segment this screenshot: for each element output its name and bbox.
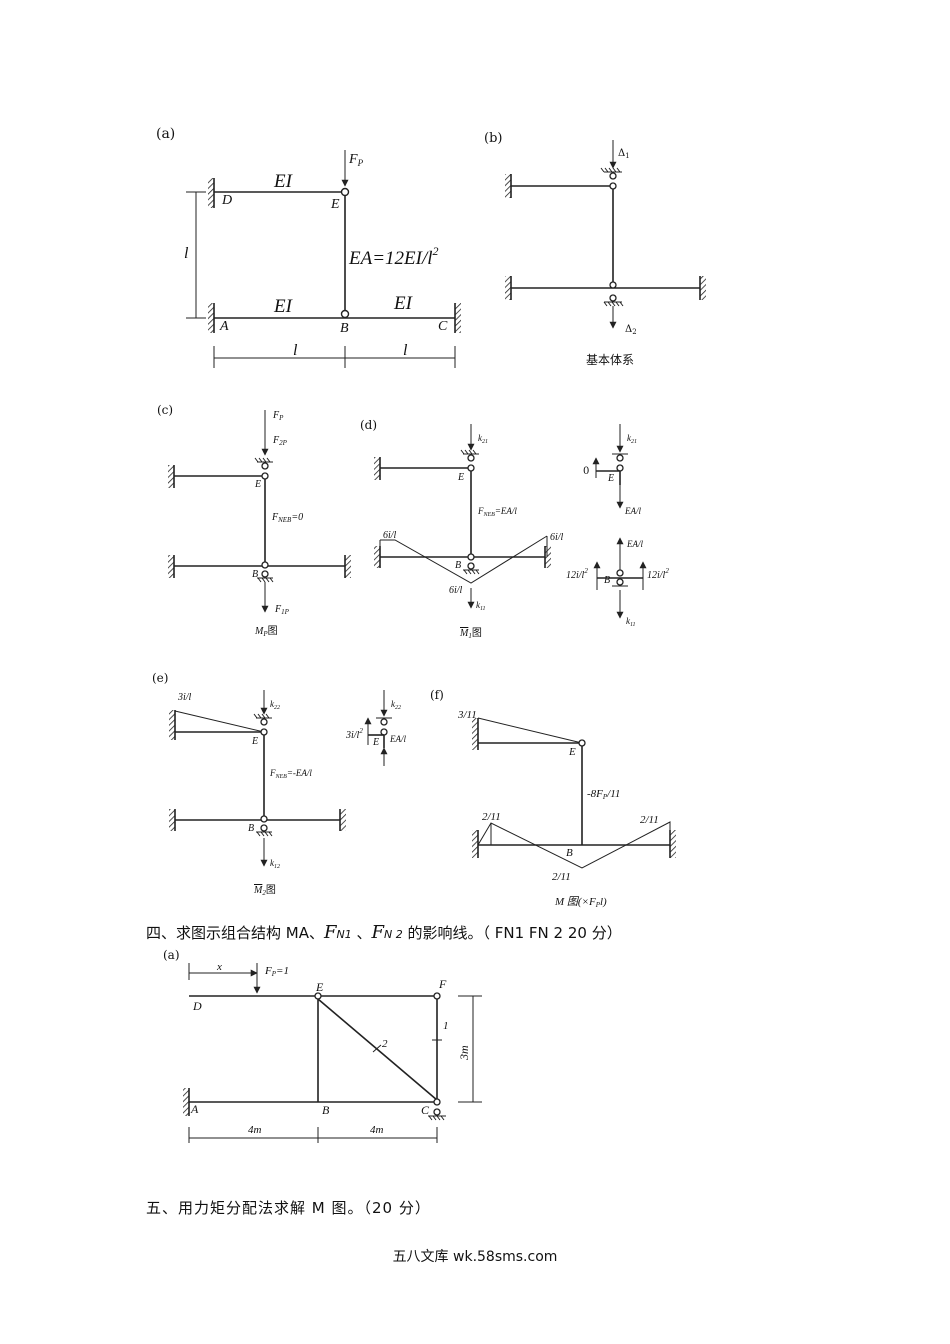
label-D: D: [221, 193, 232, 208]
svg-text:2/11: 2/11: [482, 811, 501, 823]
question-4: 四、求图示组合结构 MA、FN1 、FN 2 的影响线。（ FN1 FN 2 2…: [146, 922, 622, 943]
svg-text:FNEB=0: FNEB=0: [271, 512, 303, 524]
svg-text:(d): (d): [360, 418, 377, 432]
svg-text:FP: FP: [348, 152, 364, 168]
svg-text:l: l: [293, 342, 298, 359]
svg-text:(f): (f): [430, 688, 444, 702]
svg-text:FP: FP: [272, 410, 284, 422]
svg-text:B: B: [566, 847, 573, 859]
svg-text:E: E: [372, 737, 379, 748]
svg-text:3m: 3m: [457, 1045, 471, 1061]
svg-text:B: B: [248, 823, 254, 834]
figure-e: (e) k22 3i/l E FNEB=-EA/l k12 B M2图 k22: [152, 671, 406, 897]
svg-text:k11: k11: [626, 616, 636, 628]
svg-text:D: D: [192, 999, 202, 1013]
svg-text:4m: 4m: [370, 1124, 384, 1136]
figure-b-tag: (b): [484, 131, 502, 146]
svg-text:4m: 4m: [248, 1124, 262, 1136]
svg-text:k12: k12: [270, 858, 280, 870]
figure-a-tag: (a): [156, 126, 175, 142]
svg-text:M1图: M1图: [459, 627, 482, 640]
svg-text:MP图: MP图: [254, 625, 278, 638]
svg-text:3i/l: 3i/l: [177, 692, 192, 703]
svg-text:B: B: [252, 569, 258, 580]
figure-c: (c) FP F2P F1P E B FNEB=0 MP图: [157, 403, 351, 638]
svg-text:l: l: [403, 342, 408, 359]
svg-text:l: l: [184, 245, 189, 262]
svg-text:M 图(×FPl): M 图(×FPl): [554, 896, 607, 909]
svg-text:6i/l: 6i/l: [383, 530, 397, 541]
svg-text:1: 1: [443, 1020, 449, 1032]
svg-text:2/11: 2/11: [640, 814, 659, 826]
svg-text:F: F: [438, 977, 447, 991]
figure-a: (a) FP D E A B C EI EI EI EA=12EI/l2 l: [156, 126, 461, 368]
svg-text:FNEB=EA/l: FNEB=EA/l: [477, 506, 517, 518]
svg-text:12i/l2: 12i/l2: [566, 567, 588, 581]
svg-text:E: E: [254, 479, 261, 490]
svg-text:3i/l2: 3i/l2: [345, 727, 363, 741]
svg-text:(c): (c): [157, 403, 173, 417]
figure-q4: (a) x FP=1 D E F 1 2 A B C 3m: [163, 948, 482, 1143]
svg-text:k21: k21: [627, 433, 637, 445]
svg-text:B: B: [455, 560, 461, 571]
svg-text:EI: EI: [393, 293, 414, 314]
svg-text:EA/l: EA/l: [389, 734, 406, 744]
label-A: A: [219, 319, 229, 334]
svg-text:B: B: [322, 1103, 330, 1117]
svg-text:k22: k22: [391, 699, 401, 711]
svg-text:Δ2: Δ2: [625, 324, 637, 336]
label-E: E: [330, 197, 340, 212]
question-5: 五、用力矩分配法求解 M 图。（20 分）: [146, 1199, 431, 1217]
figure-b: (b) Δ1 Δ2 基本体系: [484, 131, 706, 367]
svg-text:x: x: [216, 961, 222, 973]
svg-text:FP=1: FP=1: [264, 965, 289, 978]
svg-text:2/11: 2/11: [552, 871, 571, 883]
figure-f: (f) 3/11 E -8FP/11 2/11 2/11 2/11 B M 图(…: [430, 688, 676, 909]
svg-text:6i/l: 6i/l: [449, 585, 463, 596]
svg-text:E: E: [568, 746, 576, 758]
svg-text:Δ1: Δ1: [618, 148, 630, 160]
label-C: C: [438, 319, 448, 334]
svg-text:E: E: [315, 980, 324, 994]
svg-text:E: E: [251, 736, 258, 747]
svg-text:E: E: [457, 472, 464, 483]
svg-text:k11: k11: [476, 600, 486, 612]
svg-text:基本体系: 基本体系: [586, 353, 634, 367]
svg-text:F1P: F1P: [274, 604, 290, 616]
svg-text:C: C: [421, 1103, 430, 1117]
svg-text:FNEB=-EA/l: FNEB=-EA/l: [269, 768, 312, 780]
svg-text:EA/l: EA/l: [626, 539, 643, 549]
svg-text:k22: k22: [270, 699, 280, 711]
svg-text:EA=12EI/l2: EA=12EI/l2: [348, 244, 439, 269]
svg-text:3/11: 3/11: [457, 709, 477, 721]
svg-text:(a): (a): [163, 948, 180, 962]
svg-text:0: 0: [583, 466, 589, 477]
svg-text:(e): (e): [152, 671, 168, 685]
figure-d: (d) k21 E FNEB=EA/l k11 6i/l 6i/l 6i/l B…: [360, 418, 669, 640]
svg-text:EA/l: EA/l: [624, 506, 641, 516]
svg-text:EI: EI: [273, 296, 294, 317]
footer-watermark: 五八文库 wk.58sms.com: [392, 1249, 558, 1265]
svg-text:6i/l: 6i/l: [550, 532, 564, 543]
svg-text:2: 2: [382, 1038, 388, 1050]
svg-text:-8FP/11: -8FP/11: [587, 788, 620, 801]
svg-text:E: E: [607, 473, 614, 484]
svg-text:F2P: F2P: [272, 435, 288, 447]
svg-text:M2图: M2图: [253, 884, 276, 897]
svg-text:B: B: [604, 575, 610, 586]
label-B: B: [340, 321, 349, 336]
svg-text:k21: k21: [478, 433, 488, 445]
svg-text:A: A: [190, 1102, 199, 1116]
svg-text:12i/l2: 12i/l2: [647, 567, 669, 581]
svg-text:EI: EI: [273, 171, 294, 192]
